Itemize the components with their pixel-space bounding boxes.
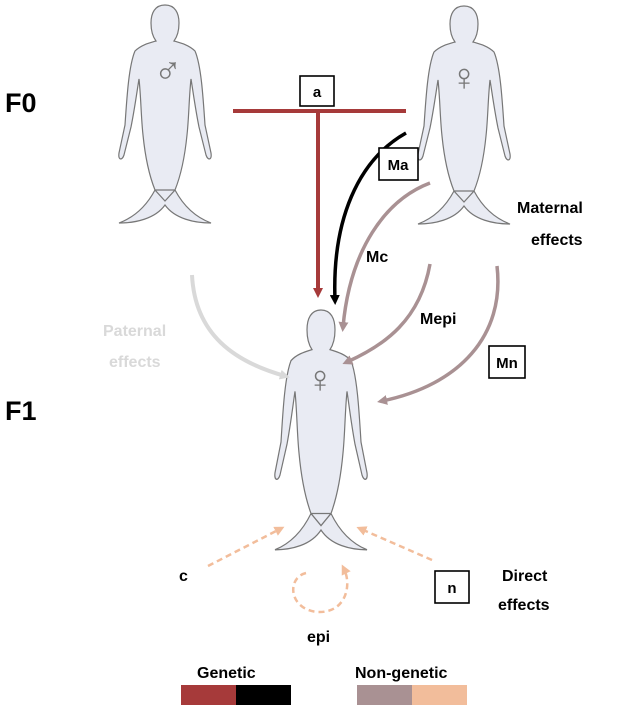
legend-nongenetic-mauve-swatch [357, 685, 412, 705]
mother-figure [417, 5, 511, 225]
paternal-effects-line2: effects [109, 354, 161, 371]
generation-f0-label: F0 [5, 88, 37, 118]
maternal-effects-line2: effects [531, 232, 583, 249]
label-c: c [179, 568, 188, 585]
arrow-mepi [342, 263, 432, 365]
box-n [434, 570, 470, 604]
arrow-ma [329, 131, 407, 305]
label-a: a [313, 84, 322, 101]
arrow-c [207, 526, 285, 568]
direct-effects-line1: Direct [502, 568, 548, 585]
legend-nongenetic-label: Non-genetic [355, 665, 448, 682]
arrow-mn [377, 265, 500, 405]
label-mn: Mn [496, 355, 518, 372]
box-a [299, 75, 335, 107]
box-mn [488, 345, 526, 379]
label-ma: Ma [388, 157, 409, 174]
label-n: n [447, 580, 456, 597]
maternal-effects-line1: Maternal [517, 200, 583, 217]
arrow-paternal [190, 274, 290, 380]
arrow-mc [338, 181, 431, 332]
offspring-female-symbol: ♀ [306, 359, 335, 401]
direct-effects-line2: effects [498, 597, 550, 614]
label-mepi: Mepi [420, 311, 456, 328]
label-mc: Mc [366, 249, 388, 266]
arrow-epi [291, 564, 351, 614]
male-symbol: ♂ [154, 49, 183, 91]
paternal-effects-line1: Paternal [103, 323, 166, 340]
legend-genetic-label: Genetic [197, 665, 256, 682]
label-epi: epi [307, 629, 330, 646]
legend-genetic-black-swatch [236, 685, 291, 705]
father-figure [118, 4, 212, 224]
generation-f1-label: F1 [5, 396, 37, 426]
offspring-figure [274, 309, 368, 551]
legend-genetic-red-swatch [181, 685, 236, 705]
legend-nongenetic-peach-swatch [412, 685, 467, 705]
box-ma [378, 147, 419, 181]
mother-female-symbol: ♀ [450, 57, 479, 99]
arrow-n [356, 526, 433, 562]
